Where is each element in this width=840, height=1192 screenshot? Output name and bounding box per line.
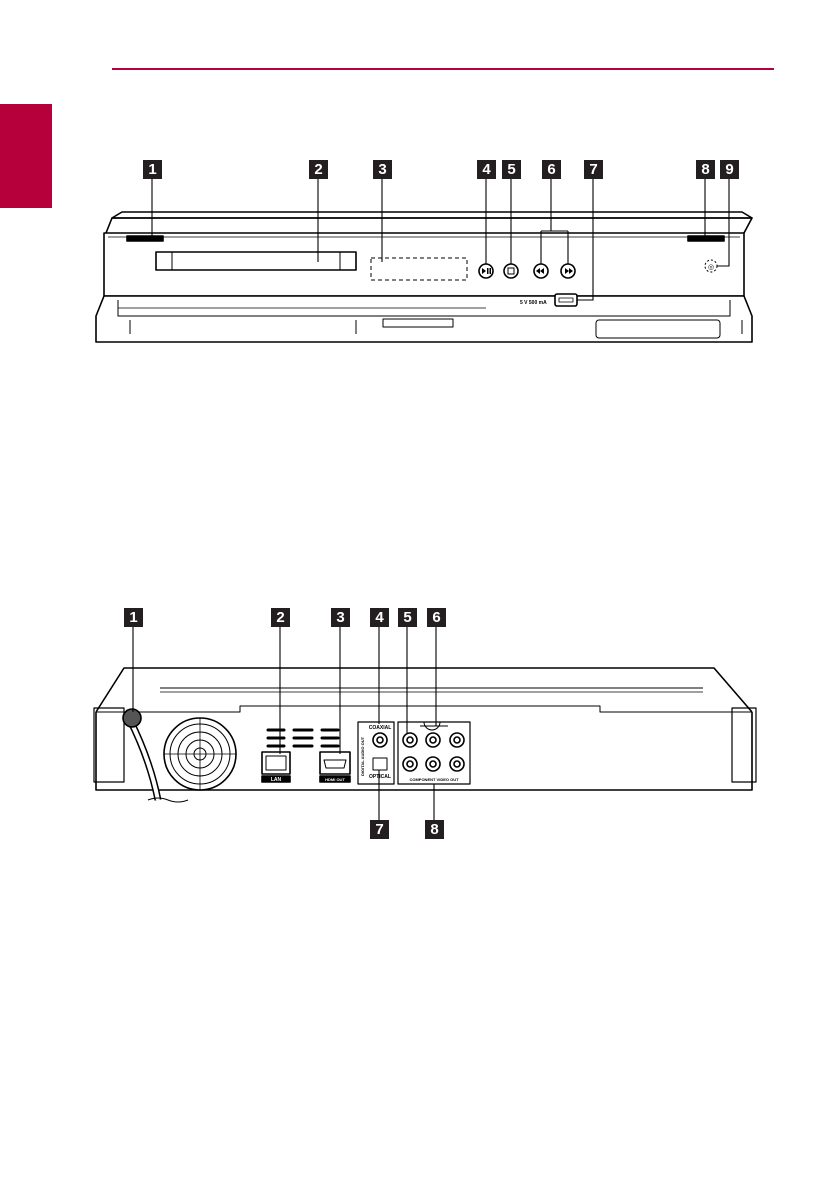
digital-audio-label: DIGITAL AUDIO OUT (360, 736, 365, 776)
optical-label: OPTICAL (369, 774, 391, 780)
component-label: COMPONENT VIDEO OUT (409, 777, 459, 782)
hdmi-label: HDMI OUT (325, 777, 345, 782)
lan-label: LAN (271, 777, 282, 783)
coaxial-label: COAXIAL (369, 725, 392, 731)
